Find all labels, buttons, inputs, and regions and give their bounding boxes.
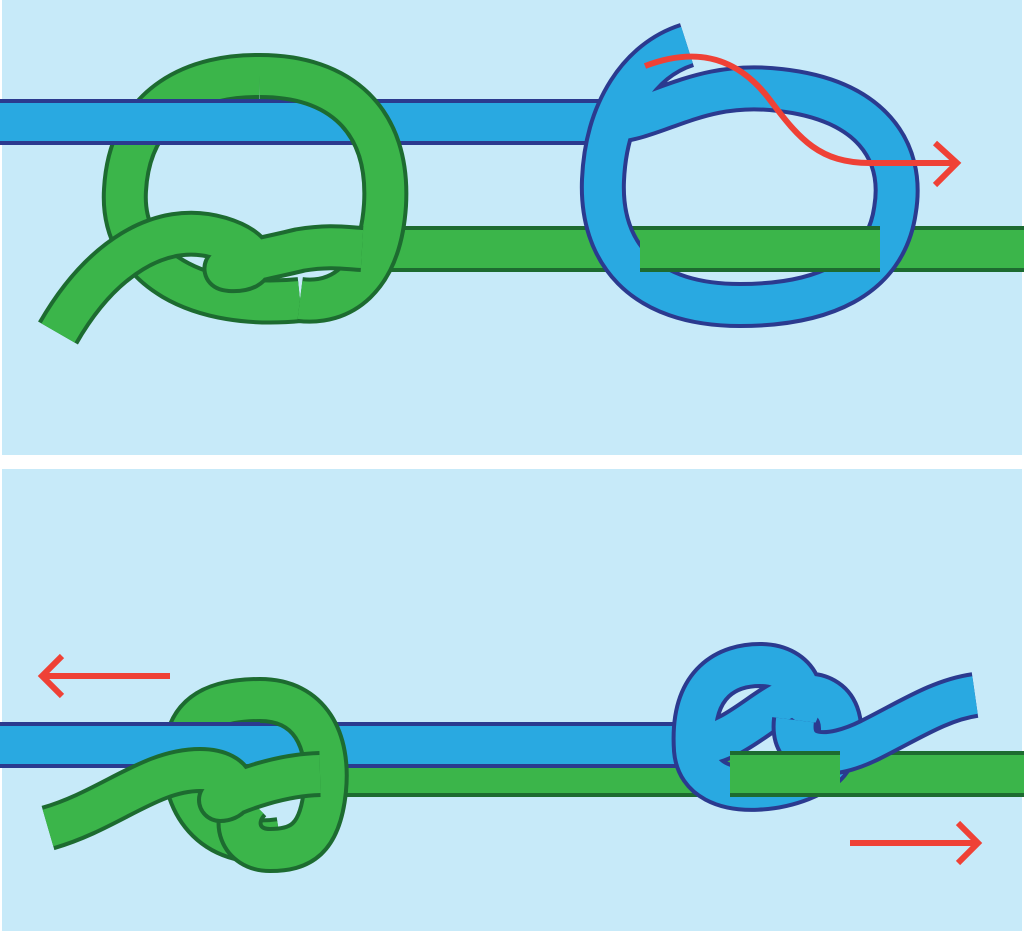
panel-background [2, 469, 1022, 931]
panel-step-2 [0, 469, 1024, 931]
arrow-right-icon [850, 820, 983, 866]
blue-tail-rope [771, 672, 980, 777]
panel-step-1 [0, 0, 1024, 455]
green-knot-loop-back [101, 52, 303, 325]
green-tail-rope [41, 747, 322, 851]
green-knot-front [216, 677, 349, 873]
panel-separator [0, 455, 1024, 469]
arrow-left-icon [37, 653, 170, 699]
green-tail-rope [38, 210, 364, 345]
curved-arrow-right-icon [643, 53, 962, 188]
green-knot-loop-front [259, 53, 409, 324]
